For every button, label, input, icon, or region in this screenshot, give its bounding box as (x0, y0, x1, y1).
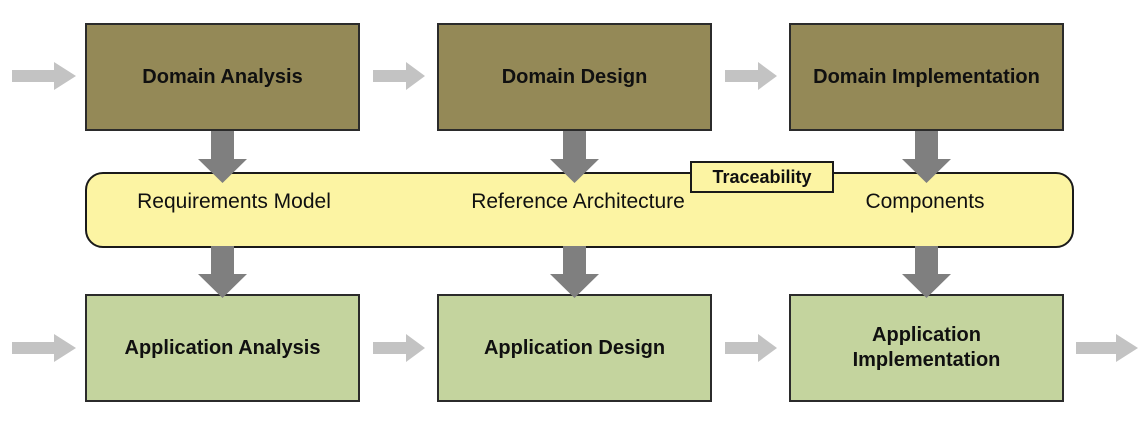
flow-arrow-domain-analysis-to-design (373, 61, 425, 91)
derive-arrow-band-to-application-implementation (902, 246, 951, 298)
process-box-application-analysis[interactable]: Application Analysis (85, 294, 360, 402)
derive-arrow-domain-analysis-to-band (198, 131, 247, 183)
process-box-domain-analysis[interactable]: Domain Analysis (85, 23, 360, 131)
process-box-label: Domain Analysis (142, 65, 303, 88)
derive-arrow-band-to-application-design (550, 246, 599, 298)
process-box-application-design[interactable]: Application Design (437, 294, 712, 402)
flow-arrow-exit-application (1076, 333, 1138, 363)
process-box-label: Domain Implementation (813, 65, 1040, 88)
flow-arrow-entry-application (12, 333, 76, 363)
derive-arrow-band-to-application-analysis (198, 246, 247, 298)
band-artifact-reference-architecture: Reference Architecture (471, 190, 685, 214)
band-artifact-requirements-model: Requirements Model (137, 190, 331, 214)
process-box-label: Domain Design (501, 65, 648, 88)
derive-arrow-domain-implementation-to-band (902, 131, 951, 183)
flow-arrow-application-design-to-implementation (725, 333, 777, 363)
flow-arrow-domain-design-to-implementation (725, 61, 777, 91)
traceability-callout-box[interactable]: Traceability (690, 161, 834, 193)
process-box-domain-implementation[interactable]: Domain Implementation (789, 23, 1064, 131)
band-artifact-label: Components (865, 190, 985, 213)
band-artifact-label: Reference Architecture (471, 190, 685, 213)
process-box-label: Application Design (483, 336, 666, 359)
band-artifact-components: Components (865, 190, 984, 214)
flow-arrow-entry-domain (12, 61, 76, 91)
traceability-callout-label: Traceability (712, 166, 812, 187)
flow-arrow-application-analysis-to-design (373, 333, 425, 363)
process-box-domain-design[interactable]: Domain Design (437, 23, 712, 131)
derive-arrow-domain-design-to-band (550, 131, 599, 183)
process-box-label: Application Analysis (124, 336, 321, 359)
band-artifact-label: Requirements Model (137, 190, 331, 213)
process-box-label: Application Implementation (852, 324, 1001, 371)
process-box-application-implementation[interactable]: Application Implementation (789, 294, 1064, 402)
